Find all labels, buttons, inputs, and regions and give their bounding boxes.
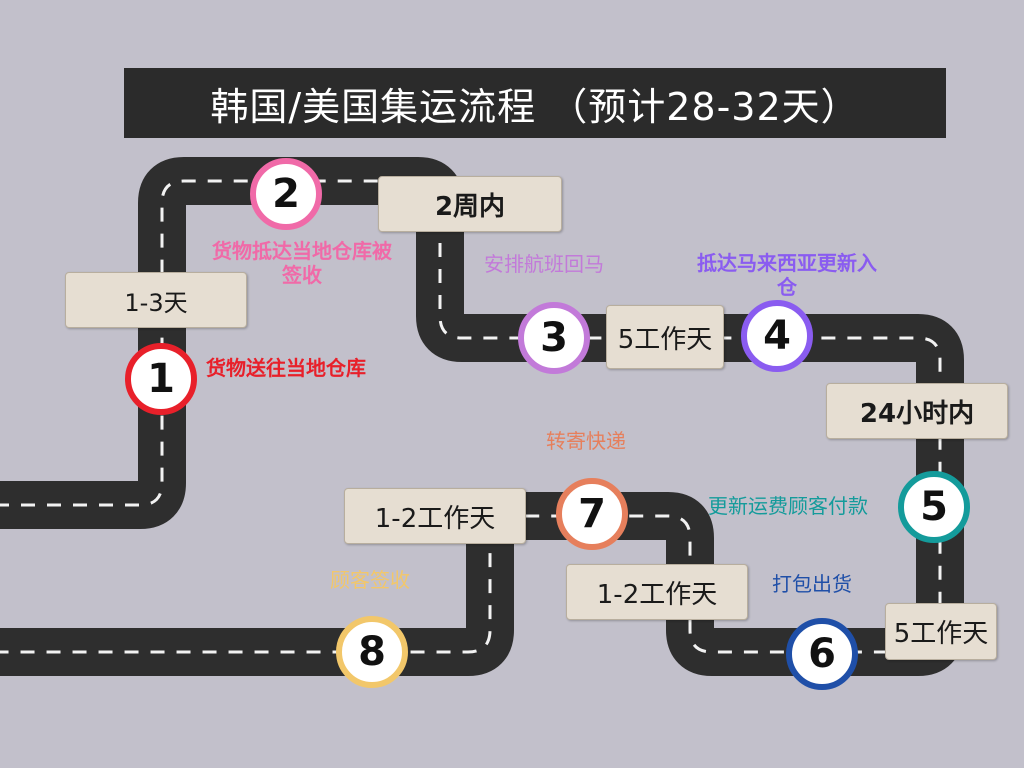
step-label-1: 货物送往当地仓库 xyxy=(206,356,366,380)
duration-box-1: 1-3天 xyxy=(65,272,247,328)
step-marker-5: 5 xyxy=(898,471,970,543)
duration-box-3: 5工作天 xyxy=(606,305,724,369)
step-label-4: 抵达马来西亚更新入仓 xyxy=(697,251,877,299)
step-label-7: 转寄快递 xyxy=(546,429,626,453)
step-marker-4: 4 xyxy=(741,300,813,372)
step-label-6: 打包出货 xyxy=(772,572,852,596)
step-marker-7: 7 xyxy=(556,478,628,550)
step-marker-2: 2 xyxy=(250,158,322,230)
step-label-2: 货物抵达当地仓库被签收 xyxy=(212,239,392,287)
duration-box-7: 1-2工作天 xyxy=(344,488,526,544)
step-marker-1: 1 xyxy=(125,343,197,415)
duration-box-2: 2周内 xyxy=(378,176,562,232)
duration-box-5: 5工作天 xyxy=(885,603,997,660)
duration-box-4: 24小时内 xyxy=(826,383,1008,439)
step-label-5: 更新运费顾客付款 xyxy=(708,494,868,518)
step-label-3: 安排航班回马 xyxy=(484,252,604,276)
step-label-8: 顾客签收 xyxy=(330,568,410,592)
page-title: 韩国/美国集运流程 （预计28-32天） xyxy=(124,68,946,138)
duration-box-6: 1-2工作天 xyxy=(566,564,748,620)
step-marker-3: 3 xyxy=(518,302,590,374)
step-marker-8: 8 xyxy=(336,616,408,688)
step-marker-6: 6 xyxy=(786,618,858,690)
